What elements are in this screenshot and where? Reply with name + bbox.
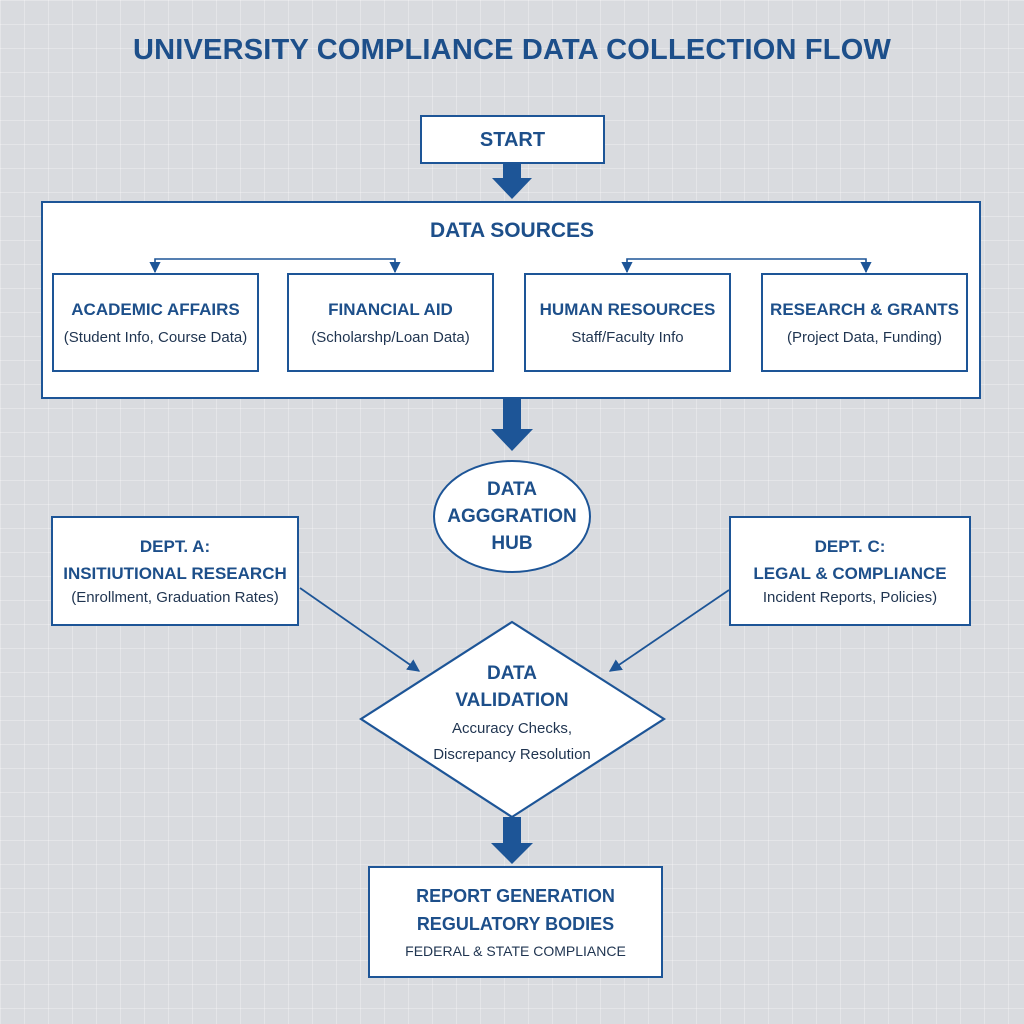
dept-a-detail: (Enrollment, Graduation Rates) (71, 589, 279, 606)
validation-line-2: VALIDATION (455, 690, 569, 711)
validation-detail-1: Accuracy Checks, (451, 720, 573, 737)
hub-line-3: HUB (491, 533, 533, 554)
source-detail: (Scholarshp/Loan Data) (311, 328, 470, 346)
validation-line-1: DATA (487, 663, 537, 684)
data-sources-title: DATA SOURCES (429, 219, 595, 242)
source-detail: (Student Info, Course Data) (63, 328, 248, 346)
aggregation-hub: DATA AGGGRATION HUB (433, 460, 591, 573)
source-name: HUMAN RESOURCES (539, 299, 716, 319)
arrow-sources-to-hub (491, 399, 533, 451)
report-detail: FEDERAL & STATE COMPLIANCE (405, 943, 626, 959)
report-generation-box: REPORT GENERATION REGULATORY BODIES FEDE… (368, 866, 663, 978)
validation-label: DATA VALIDATION Accuracy Checks, Discrep… (400, 660, 624, 766)
report-line-2: REGULATORY BODIES (416, 914, 615, 934)
start-node: START (420, 115, 605, 164)
source-detail: (Project Data, Funding) (786, 328, 943, 346)
report-line-1: REPORT GENERATION (416, 886, 615, 906)
source-research-grants: RESEARCH & GRANTS (Project Data, Funding… (761, 273, 968, 372)
source-academic-affairs: ACADEMIC AFFAIRS (Student Info, Course D… (52, 273, 259, 372)
arrow-validation-to-report (491, 817, 533, 864)
arrow-dept-c-to-validation (608, 589, 730, 672)
dept-c-box: DEPT. C: LEGAL & COMPLIANCE Incident Rep… (729, 516, 971, 626)
hub-line-1: DATA (487, 479, 537, 500)
arrow-start-to-sources (492, 164, 532, 199)
dept-a-line-1: DEPT. A: (139, 537, 211, 556)
source-name: FINANCIAL AID (328, 299, 453, 319)
source-human-resources: HUMAN RESOURCES Staff/Faculty Info (524, 273, 731, 372)
arrow-dept-a-to-validation (299, 587, 421, 672)
source-financial-aid: FINANCIAL AID (Scholarshp/Loan Data) (287, 273, 494, 372)
validation-detail-2: Discrepancy Resolution (433, 746, 591, 763)
source-name: RESEARCH & GRANTS (770, 299, 959, 319)
hub-line-2: AGGGRATION (447, 506, 577, 527)
dept-a-line-2: INSITIUTIONAL RESEARCH (63, 564, 287, 583)
dept-a-box: DEPT. A: INSITIUTIONAL RESEARCH (Enrollm… (51, 516, 299, 626)
dept-c-detail: Incident Reports, Policies) (762, 589, 938, 606)
diagram-title: UNIVERSITY COMPLIANCE DATA COLLECTION FL… (132, 34, 892, 66)
source-detail: Staff/Faculty Info (571, 328, 684, 346)
start-label: START (479, 128, 546, 151)
dept-c-line-2: LEGAL & COMPLIANCE (753, 564, 947, 583)
source-name: ACADEMIC AFFAIRS (71, 299, 240, 319)
dept-c-line-1: DEPT. C: (814, 537, 886, 556)
